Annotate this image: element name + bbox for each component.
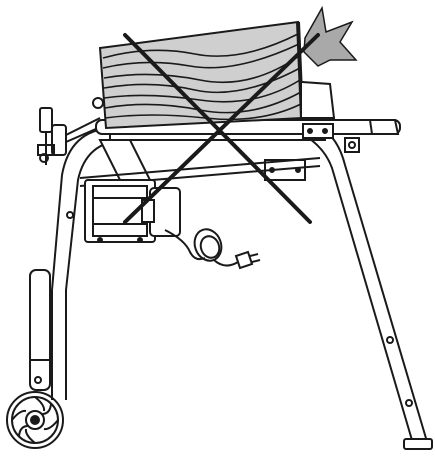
front-leg	[29, 127, 125, 400]
wheel-icon	[6, 391, 64, 449]
impact-burst-icon	[303, 5, 358, 67]
oversized-log	[98, 20, 336, 130]
power-cord	[164, 228, 239, 267]
rear-leg	[285, 119, 433, 450]
electric-motor	[84, 179, 181, 243]
power-plug-icon	[234, 250, 261, 270]
cross-x-icon	[123, 33, 320, 224]
splitter-beam	[95, 119, 401, 181]
